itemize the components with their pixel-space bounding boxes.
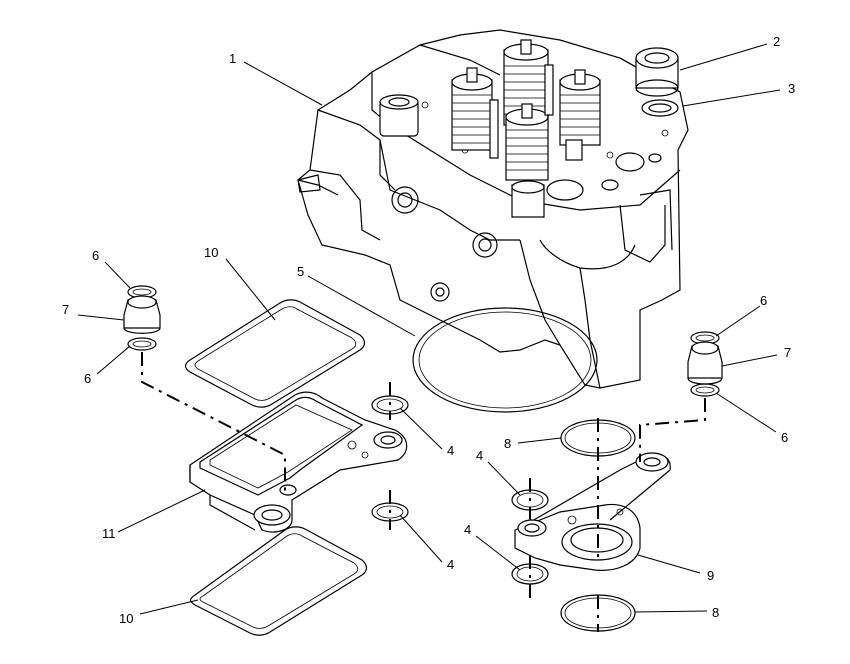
callout-10-a: 10 — [204, 245, 218, 260]
gasket-part-10-upper — [184, 299, 366, 408]
sleeve-cap-part-2 — [635, 47, 679, 97]
callout-7-a: 7 — [62, 302, 69, 317]
callout-6-a: 6 — [92, 248, 99, 263]
callout-8-b: 8 — [712, 605, 719, 620]
leader-lines — [77, 43, 781, 615]
callout-3: 3 — [788, 81, 795, 96]
callout-1: 1 — [229, 51, 236, 66]
assembly-center-lines — [141, 352, 706, 632]
sleeve-part-7-right — [687, 331, 723, 397]
callout-5: 5 — [297, 264, 304, 279]
callout-4-d: 4 — [464, 522, 471, 537]
adapter-frame-part-11 — [189, 391, 408, 533]
callout-9: 9 — [707, 568, 714, 583]
o-ring-part-3 — [641, 99, 679, 117]
callout-4-b: 4 — [447, 557, 454, 572]
callout-11: 11 — [102, 526, 116, 541]
callout-6-c: 6 — [760, 293, 767, 308]
callout-10-b: 10 — [119, 611, 133, 626]
callout-4-c: 4 — [476, 448, 483, 463]
gasket-ring-part-5 — [412, 307, 598, 413]
callout-4-a: 4 — [447, 443, 454, 458]
callout-7-b: 7 — [784, 345, 791, 360]
valve-spring-3 — [559, 69, 601, 146]
callout-2: 2 — [773, 34, 780, 49]
valve-spring-4 — [505, 103, 549, 181]
callout-6-b: 6 — [84, 371, 91, 386]
gasket-part-10-lower — [189, 526, 368, 636]
callout-labels: 1 2 3 4 4 4 4 5 6 6 6 6 7 7 8 8 9 10 10 … — [62, 34, 795, 626]
cylinder-head — [297, 29, 689, 389]
valve-spring-1 — [451, 67, 493, 151]
callout-6-d: 6 — [781, 430, 788, 445]
callout-8-a: 8 — [504, 436, 511, 451]
sleeve-part-7-left — [123, 285, 161, 351]
elbow-adapter-part-9 — [514, 452, 671, 571]
